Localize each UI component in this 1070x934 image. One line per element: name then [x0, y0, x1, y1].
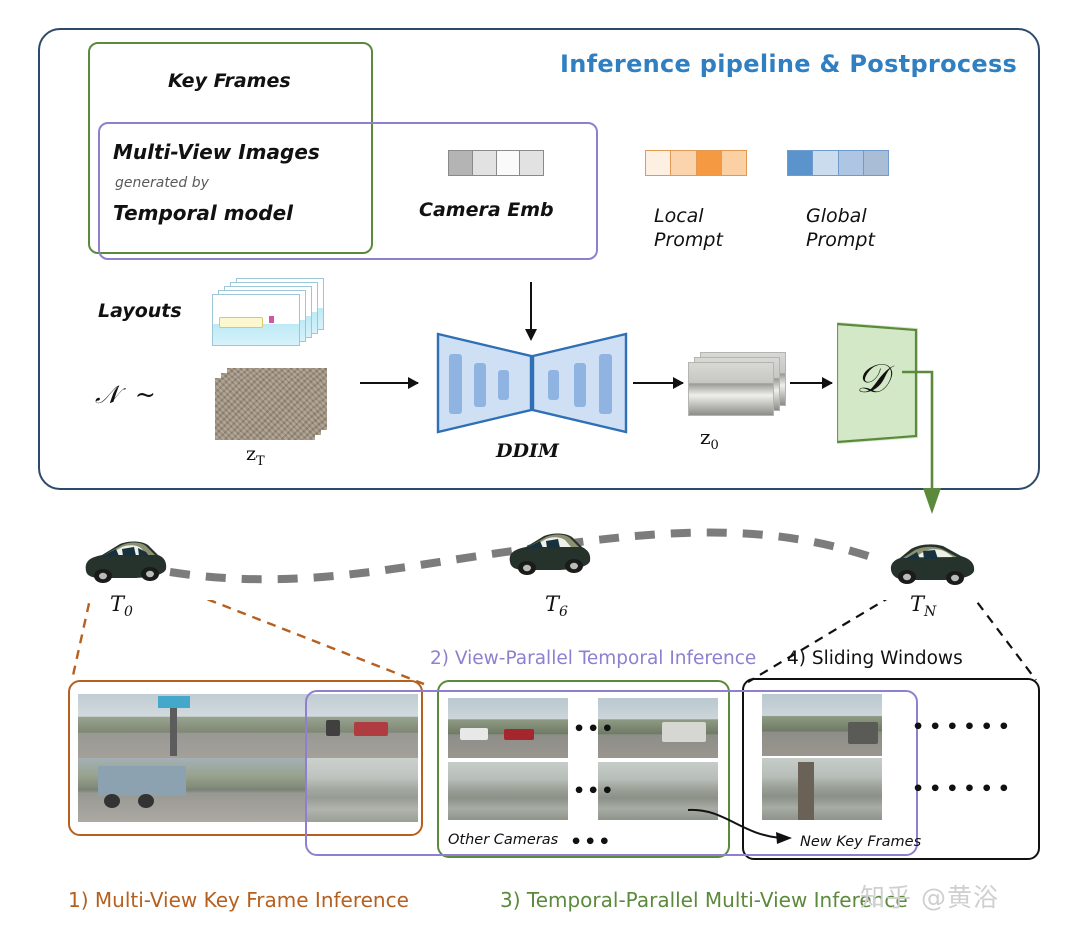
new-key-frames-caption: New Key Frames [800, 834, 922, 850]
leader-lines [70, 600, 1037, 686]
ddim-label: DDIM [496, 440, 559, 462]
key-frames-label: Key Frames [168, 70, 291, 92]
local-prompt-strip [645, 150, 747, 176]
z0-label: z0 [700, 425, 719, 453]
key-frames-group [88, 42, 373, 254]
global-prompt-cell [788, 151, 814, 175]
layouts-label: Layouts [98, 300, 182, 322]
decoder-block [837, 322, 918, 444]
latent-noise-stack [215, 368, 327, 440]
local-prompt-cell [646, 151, 672, 175]
ego-trajectory-dashed-path [169, 528, 882, 584]
camera-emb-cell [520, 151, 543, 175]
camera-embedding-strip [448, 150, 544, 176]
global-prompt-strip [787, 150, 889, 176]
local-prompt-cell [671, 151, 697, 175]
local-prompt-cell [696, 151, 722, 175]
camera-emb-cell [472, 151, 497, 175]
temporal-model-label: Temporal model [113, 201, 294, 225]
ego-car-tn [885, 538, 980, 586]
decoder-output-arrow [900, 368, 970, 518]
step-3-label: 3) Temporal-Parallel Multi-View Inferenc… [500, 888, 908, 912]
global-prompt-cell [838, 151, 864, 175]
global-prompt-cell [813, 151, 839, 175]
new-key-frame-view-2 [762, 758, 882, 820]
step-2-label: 2) View-Parallel Temporal Inference [430, 648, 757, 669]
page-title: Inference pipeline & Postprocess [560, 50, 1018, 78]
global-prompt-cell [863, 151, 888, 175]
ellipsis-long-row-2: •••••• [912, 778, 1015, 800]
other-camera-view-3 [448, 762, 568, 820]
key-frame-image-grid [78, 694, 418, 822]
z0-image-stack [688, 352, 786, 416]
new-key-frame-view-1 [762, 694, 882, 756]
camera-view-side-lower [305, 758, 418, 822]
zt-label: zT [246, 443, 265, 469]
ego-car-t6 [500, 528, 595, 576]
local-prompt-cell [721, 151, 746, 175]
new-key-frames-grid: •••••• •••••• [762, 694, 1012, 822]
step-4-label: 4) Sliding Windows [787, 648, 963, 669]
other-cameras-caption: Other Cameras [448, 832, 559, 848]
camera-emb-cell [449, 151, 473, 175]
generated-by-label: generated by [115, 175, 209, 191]
camera-view-front [78, 694, 305, 758]
camera-emb-label: Camera Emb [419, 199, 554, 221]
other-camera-view-2 [598, 698, 718, 758]
watermark: 知乎 @黄浴 [860, 883, 999, 912]
step-1-label: 1) Multi-View Key Frame Inference [68, 888, 409, 912]
temporal-parallel-multi-view-box [437, 680, 730, 858]
ellipsis-row-1: ••• [573, 718, 616, 740]
decoder-symbol: 𝒟 [856, 356, 888, 402]
layouts-stack [212, 278, 324, 346]
ego-car-t0 [76, 535, 171, 583]
ellipsis-long-row-1: •••••• [912, 716, 1015, 738]
view-parallel-temporal-box [305, 690, 918, 856]
sliding-windows-box [742, 678, 1040, 860]
arrow-conditions-to-unet [525, 282, 537, 341]
multi-view-key-frame-box [68, 680, 423, 836]
multi-view-images-label: Multi-View Images [113, 140, 320, 164]
ddim-unet-block [436, 332, 628, 434]
timestep-tn-label: TN [910, 592, 937, 621]
multi-view-group [98, 122, 598, 260]
arrow-unet-to-z0 [633, 377, 684, 389]
ellipsis-row-2: ••• [573, 780, 616, 802]
other-camera-view-1 [448, 698, 568, 758]
timestep-t6-label: T6 [545, 592, 568, 621]
other-cameras-grid: ••• ••• [448, 698, 718, 828]
camera-emb-cell [496, 151, 521, 175]
timestep-t0-label: T0 [110, 592, 133, 621]
normal-distribution-symbol: 𝒩 ~ [95, 380, 156, 409]
arrow-input-to-unet [360, 377, 419, 389]
ellipsis-other-cameras: ••• [570, 831, 613, 853]
new-key-frames-connector [687, 808, 792, 844]
arrow-z0-to-decoder [790, 377, 833, 389]
